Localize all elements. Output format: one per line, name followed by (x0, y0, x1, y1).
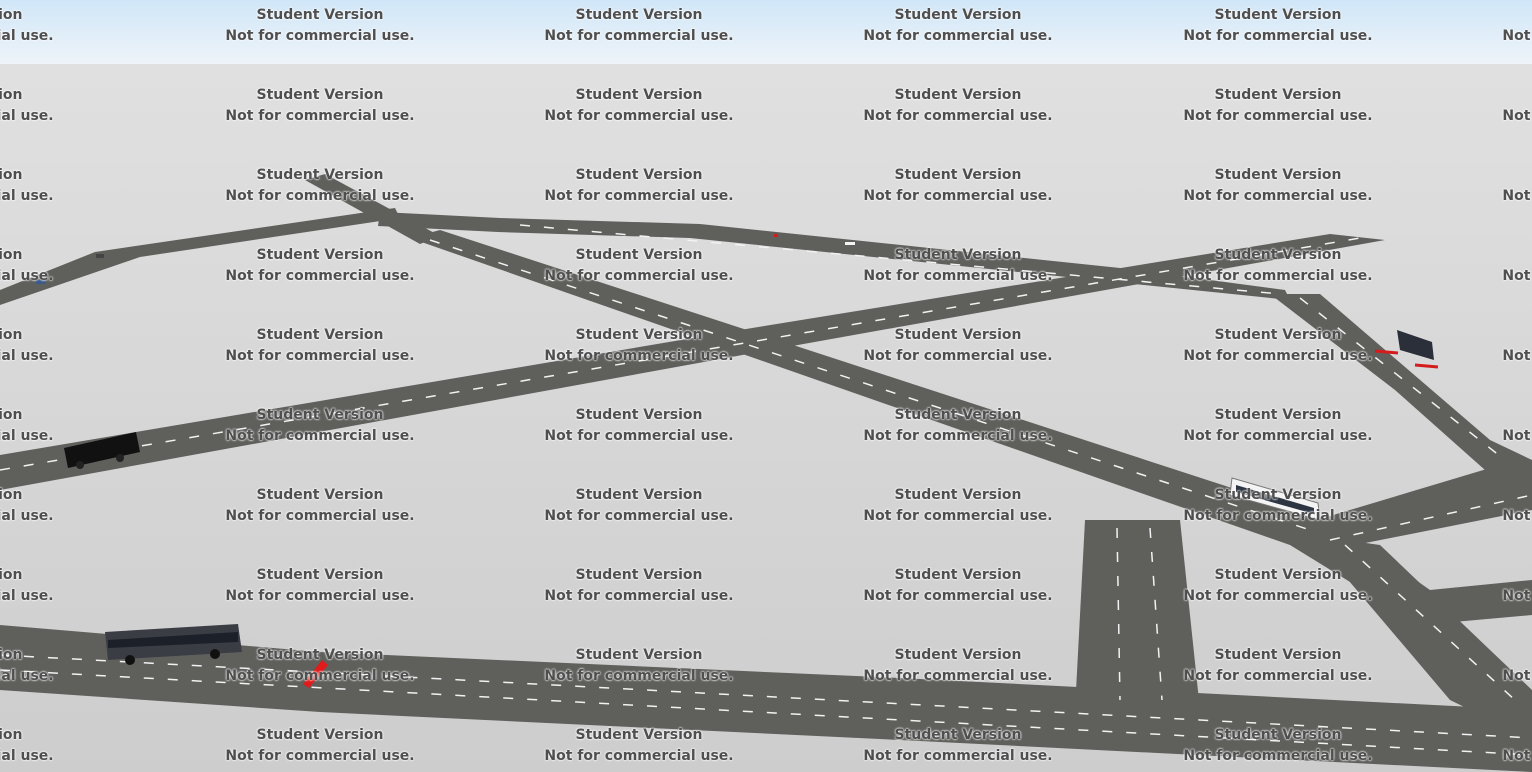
road-bottom-main (0, 625, 1532, 772)
road-top (378, 212, 1290, 300)
road-right-curve (1270, 294, 1532, 505)
road-network (0, 174, 1532, 772)
city-bus-bottom-left[interactable] (105, 624, 242, 665)
road-vertical (1075, 520, 1200, 710)
road-diagonal-main (410, 230, 1532, 625)
road-upper-left (0, 208, 400, 305)
road-right-connector (1300, 465, 1532, 550)
lane-markings (0, 224, 1532, 756)
white-bus-right[interactable] (1229, 477, 1321, 521)
black-truck-left[interactable] (64, 432, 140, 469)
road-bottom-right (1310, 535, 1532, 740)
road-central (0, 234, 1385, 490)
road-diagonal-top (305, 174, 440, 244)
dark-truck-top-right[interactable] (1374, 330, 1439, 369)
small-distant-vehicles (36, 234, 855, 284)
sky (0, 0, 1532, 64)
red-marker-vehicle[interactable] (303, 660, 328, 688)
